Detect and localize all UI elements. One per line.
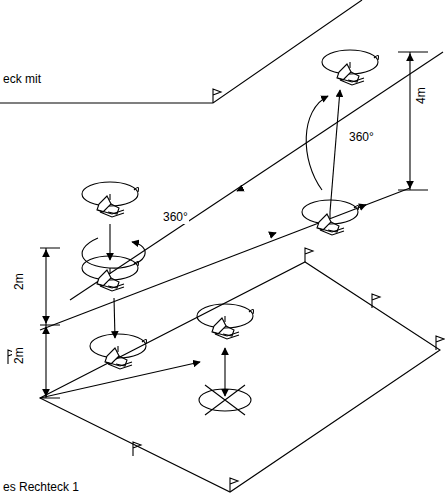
turn-label: 360° bbox=[348, 130, 375, 144]
plane-caption: es Rechteck 1 bbox=[2, 480, 80, 494]
dimension-label: 2m bbox=[12, 347, 26, 366]
plane-caption: eck mit bbox=[2, 72, 42, 86]
dimension-label: 4m bbox=[414, 87, 428, 106]
dimension-label: 2m bbox=[12, 273, 26, 292]
turn-label: 360° bbox=[162, 210, 189, 224]
